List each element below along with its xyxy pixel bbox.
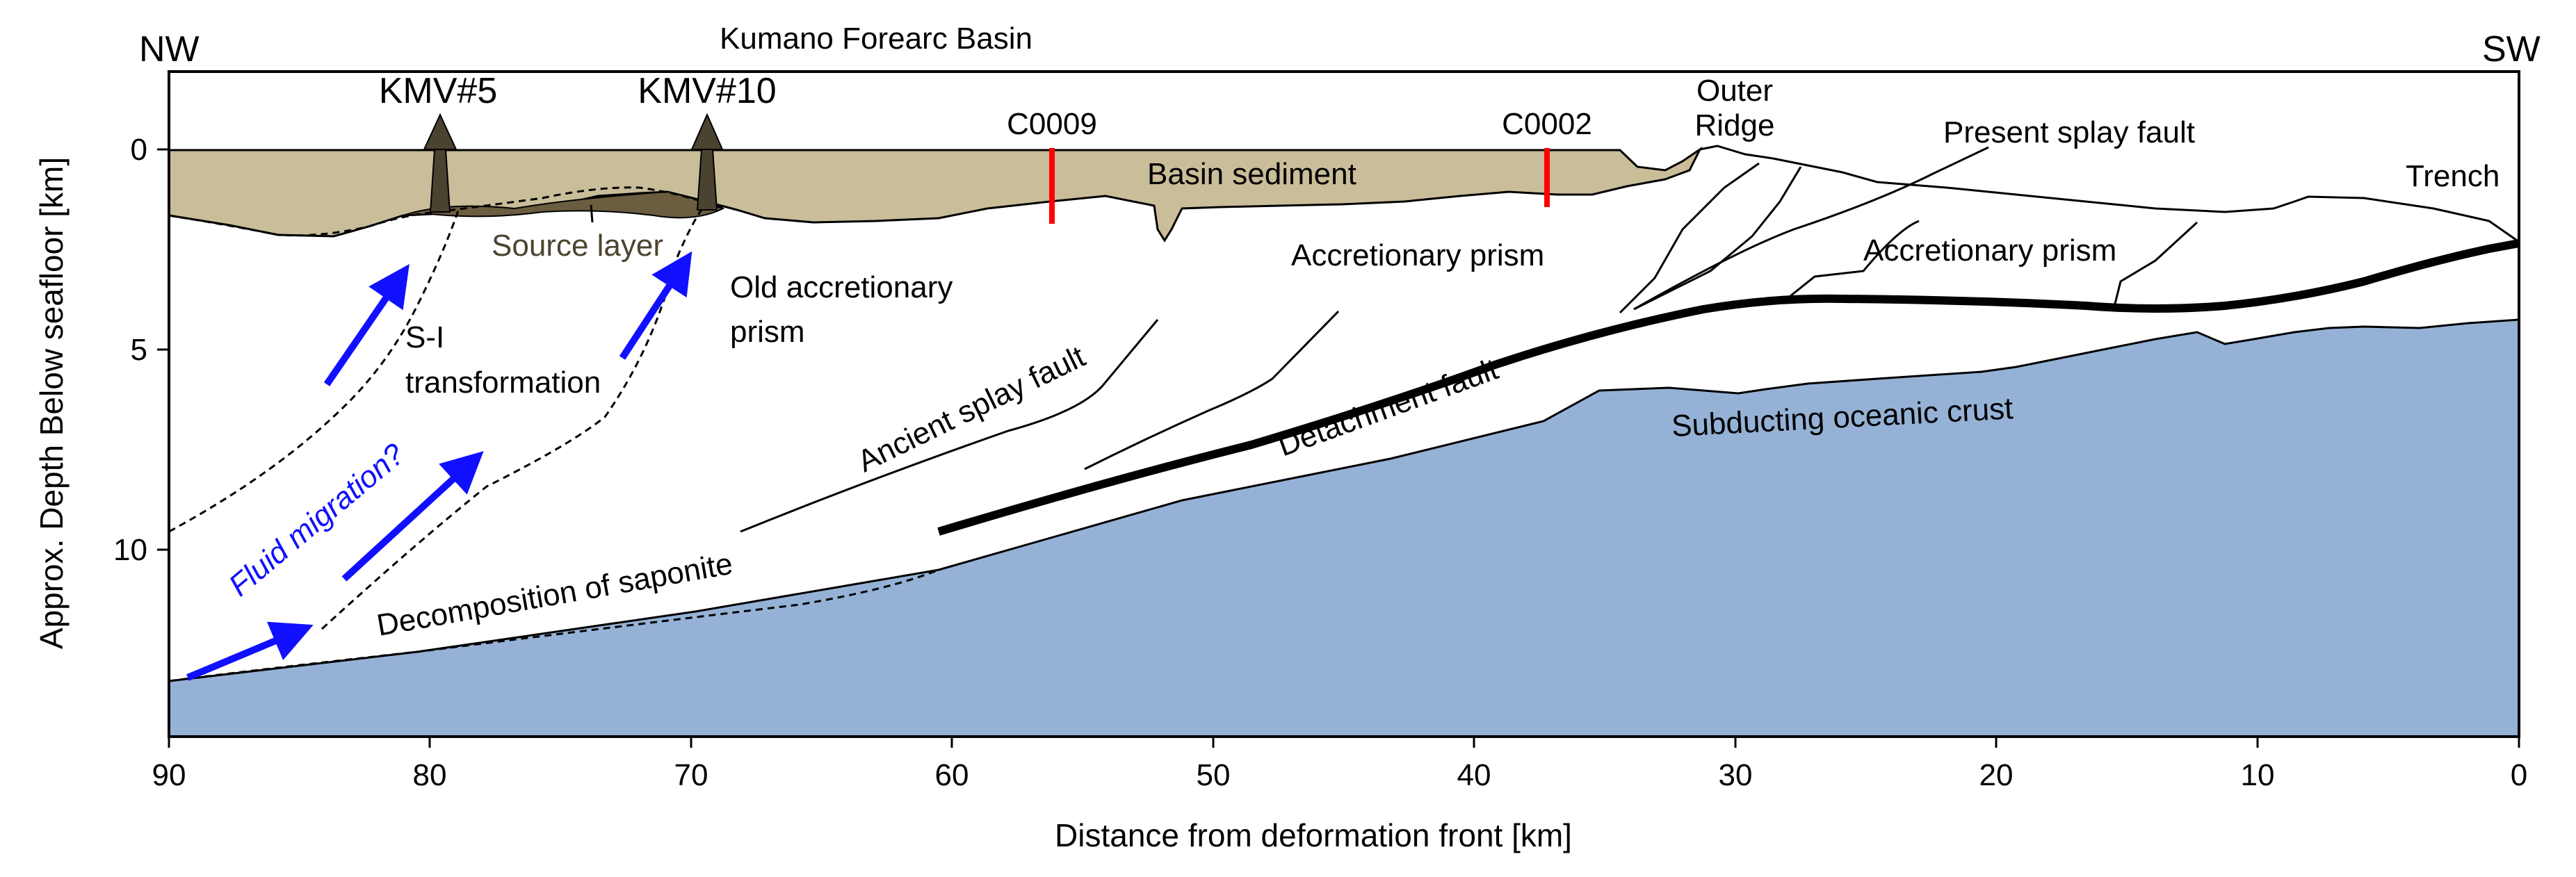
kmv5-mud-volcano [423, 113, 457, 213]
splay-fault-5 [1786, 220, 1920, 300]
si-label-1: S-I [405, 320, 444, 354]
splay-fault-2 [1084, 310, 1340, 470]
splay-fault-6 [2112, 221, 2198, 310]
source-layer-leader [590, 204, 594, 223]
x-tick-label: 50 [1197, 758, 1231, 792]
prism-seafloor-line [1699, 145, 2519, 243]
ancient-splay-fault [740, 319, 1159, 533]
x-tick-label: 70 [674, 758, 708, 792]
figure-top-title: Kumano Forearc Basin [720, 22, 1032, 56]
x-tick-label: 40 [1457, 758, 1491, 792]
old-prism-label-2: prism [730, 315, 805, 349]
fluid-arrow-2 [341, 451, 484, 582]
outer-ridge-label-1: Outer [1696, 74, 1773, 108]
accretionary-prism-label-1: Accretionary prism [1291, 238, 1544, 272]
present-splay-fault [1633, 146, 1989, 311]
kmv5-label: KMV#5 [379, 71, 498, 111]
x-tick-label: 90 [152, 758, 186, 792]
nw-label: NW [139, 29, 200, 69]
x-tick-label: 20 [1979, 758, 2014, 792]
y-tick-label: 10 [113, 533, 147, 567]
si-label-2: transformation [405, 366, 601, 400]
x-axis-ticks [168, 737, 2520, 748]
x-tick-label: 30 [1719, 758, 1753, 792]
fluid-migration-label: Fluid migration? [222, 437, 412, 603]
basin-sediment-label: Basin sediment [1147, 157, 1356, 191]
c0009-label: C0009 [1007, 107, 1097, 141]
present-splay-fault-label: Present splay fault [1943, 115, 2195, 149]
saponite-dashed-line [169, 568, 939, 682]
fluid-arrow-3 [323, 263, 410, 386]
source-layer-label: Source layer [492, 229, 663, 263]
old-prism-label-1: Old accretionary [730, 270, 953, 304]
trench-label: Trench [2406, 159, 2500, 193]
fluid-arrow-4 [619, 251, 692, 360]
plot-frame [168, 70, 2520, 738]
kmv10-label: KMV#10 [638, 71, 776, 111]
x-tick-label: 80 [413, 758, 447, 792]
sw-label: SW [2482, 29, 2541, 69]
x-axis-title: Distance from deformation front [km] [1055, 817, 1572, 853]
x-tick-label: 10 [2241, 758, 2275, 792]
x-tick-label: 0 [2511, 758, 2527, 792]
source-layer [403, 190, 725, 219]
c0002-label: C0002 [1502, 107, 1592, 141]
kmv10-mud-volcano [690, 113, 724, 211]
y-tick-label: 5 [131, 333, 147, 367]
splay-fault-4 [1633, 166, 1802, 311]
fluid-arrow-1 [186, 621, 314, 681]
si-transformation-dashed-line [169, 208, 460, 533]
accretionary-prism-label-2: Accretionary prism [1863, 233, 2116, 268]
x-tick-label: 60 [935, 758, 969, 792]
detachment-fault [937, 239, 2519, 536]
y-axis-ticks [157, 148, 169, 551]
y-axis-title: Approx. Depth Below seafloor [km] [33, 157, 70, 649]
basin-sediment [169, 146, 1703, 243]
splay-fault-3 [1619, 162, 1760, 314]
outer-ridge-label-2: Ridge [1695, 108, 1775, 142]
subducting-oceanic-crust [169, 318, 2519, 737]
y-tick-label: 0 [131, 133, 147, 167]
ancient-splay-fault-label: Ancient splay fault [852, 339, 1090, 479]
